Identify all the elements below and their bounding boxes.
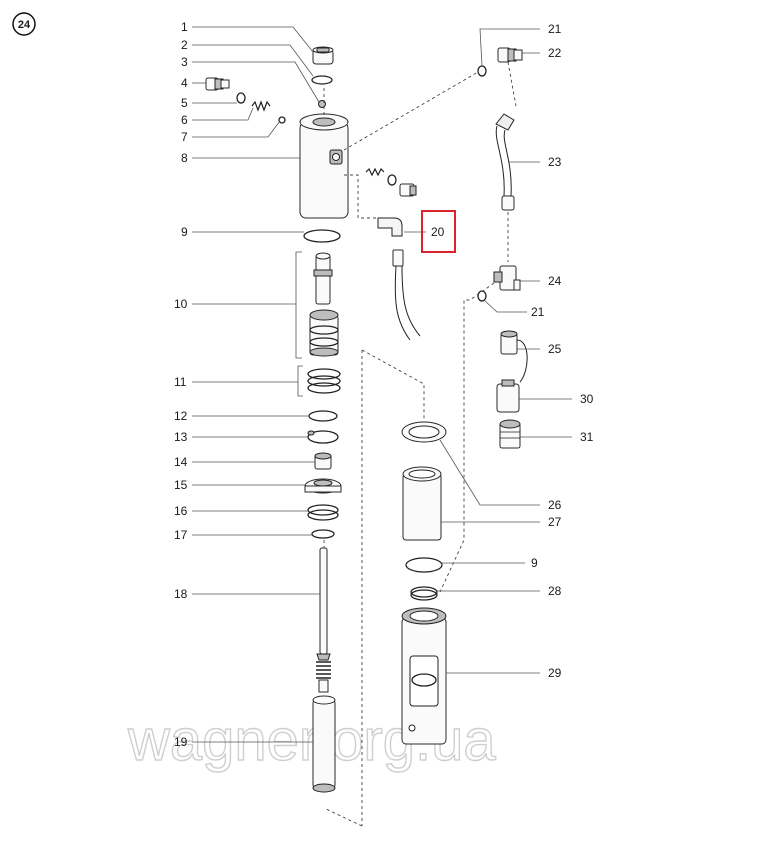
label-5: 5 (181, 96, 188, 110)
leader-lines (192, 26, 572, 743)
part-16-seal (307, 504, 339, 521)
label-22: 22 (548, 46, 562, 60)
label-8: 8 (181, 151, 188, 165)
label-28: 28 (548, 584, 562, 598)
part-1-cap (312, 46, 334, 65)
part-6-spring (251, 100, 271, 112)
part-9-oring-upper (303, 229, 341, 243)
label-21-upper: 21 (548, 22, 562, 36)
label-14: 14 (174, 455, 188, 469)
part-7-ball (278, 116, 286, 124)
part-12-ring (308, 410, 338, 422)
diagram-number-badge: 24 (12, 12, 36, 36)
label-6: 6 (181, 113, 188, 127)
part-9-oring-lower (405, 557, 443, 573)
label-13: 13 (174, 430, 188, 444)
label-16: 16 (174, 504, 188, 518)
label-10: 10 (174, 297, 188, 311)
label-21-lower: 21 (531, 305, 545, 319)
label-19: 19 (174, 735, 188, 749)
part-24-tee-fitting (493, 265, 521, 291)
highlight-box (421, 210, 456, 253)
label-23: 23 (548, 155, 562, 169)
part-3-ball (318, 100, 326, 108)
part-31-fitting (499, 419, 521, 449)
label-9-upper: 9 (181, 225, 188, 239)
part-20-elbow-hose (377, 217, 421, 341)
label-7: 7 (181, 130, 188, 144)
part-30-sensor (496, 379, 520, 413)
part-22-fitting (497, 47, 523, 63)
label-18: 18 (174, 587, 188, 601)
label-30: 30 (580, 392, 594, 406)
part-8-manifold-body (299, 113, 349, 219)
part-13-ring (307, 430, 339, 444)
label-12: 12 (174, 409, 188, 423)
part-25-fitting (500, 330, 528, 383)
part-2-oring (311, 75, 333, 85)
part-check-spring-small (365, 167, 417, 197)
part-5-oring (236, 92, 246, 104)
label-29: 29 (548, 666, 562, 680)
label-9-lower: 9 (531, 556, 538, 570)
label-27: 27 (548, 515, 562, 529)
part-28-ring (410, 586, 438, 601)
label-20: 20 (431, 225, 445, 239)
part-11-packings (307, 368, 341, 394)
label-15: 15 (174, 478, 188, 492)
label-17: 17 (174, 528, 188, 542)
part-labels: 1 2 3 4 5 6 7 8 9 10 11 12 13 14 15 16 1… (174, 20, 594, 749)
part-4-fitting (205, 77, 230, 91)
part-15-seal (304, 478, 342, 494)
part-27-cylinder (402, 466, 442, 541)
label-24: 24 (548, 274, 562, 288)
part-21-oring-lower (477, 290, 487, 302)
label-11: 11 (174, 375, 187, 389)
label-1: 1 (181, 20, 188, 34)
label-31: 31 (580, 430, 594, 444)
part-10-valve-assembly (309, 252, 339, 357)
part-18-piston-rod (316, 547, 331, 693)
part-17-ring (311, 529, 335, 539)
part-23-tube (495, 113, 515, 211)
part-19-cylinder-sleeve (312, 695, 336, 793)
label-25: 25 (548, 342, 562, 356)
label-2: 2 (181, 38, 188, 52)
part-14-guide (314, 452, 332, 470)
label-26: 26 (548, 498, 562, 512)
part-26-nut (401, 421, 447, 443)
label-3: 3 (181, 55, 188, 69)
label-4: 4 (181, 76, 188, 90)
svg-text:24: 24 (18, 19, 31, 31)
part-29-pump-housing (401, 607, 447, 745)
part-21-oring-upper (477, 65, 487, 77)
